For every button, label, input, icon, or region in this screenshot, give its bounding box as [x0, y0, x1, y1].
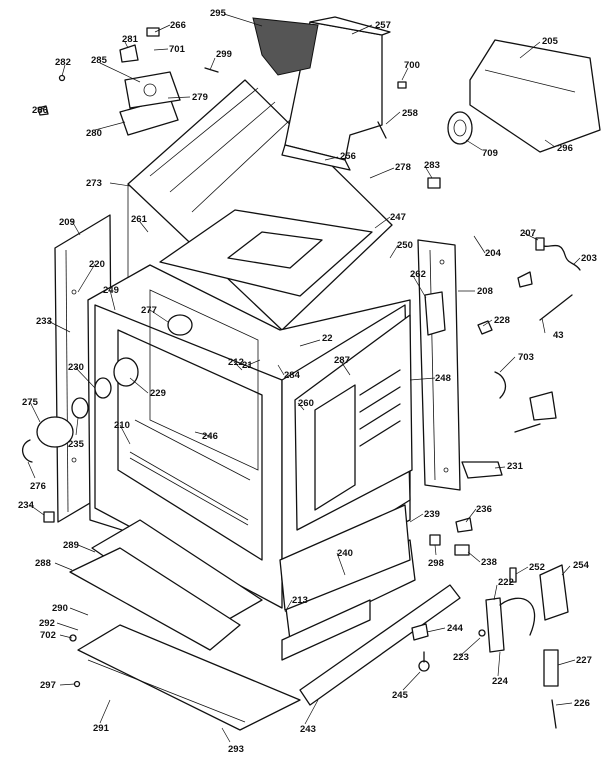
label-281: 281 — [122, 34, 139, 45]
label-703: 703 — [518, 352, 534, 363]
label-223: 223 — [453, 652, 469, 663]
label-287: 287 — [334, 355, 350, 366]
label-275: 275 — [22, 397, 39, 408]
grommet-709 — [447, 111, 473, 145]
label-702: 702 — [40, 630, 56, 641]
label-246: 246 — [202, 431, 218, 442]
label-22: 22 — [322, 333, 333, 344]
label-252: 252 — [529, 562, 545, 573]
small-fasteners — [37, 27, 441, 189]
misc-brackets — [461, 320, 557, 479]
label-220: 220 — [89, 259, 105, 270]
label-284: 284 — [284, 370, 301, 381]
label-224: 224 — [492, 676, 509, 687]
cavity-vent-277 — [167, 314, 193, 336]
label-266: 266 — [170, 20, 186, 31]
label-282: 282 — [55, 57, 71, 68]
label-248: 248 — [435, 373, 451, 384]
label-258: 258 — [402, 108, 418, 119]
label-278: 278 — [395, 162, 411, 173]
label-298: 298 — [428, 558, 444, 569]
label-227: 227 — [576, 655, 592, 666]
label-222: 222 — [498, 577, 514, 588]
label-283: 283 — [424, 160, 440, 171]
label-234: 234 — [18, 500, 35, 511]
label-286: 286 — [32, 105, 48, 116]
label-21: 21 — [242, 360, 253, 371]
label-207: 207 — [520, 228, 536, 239]
label-299: 299 — [216, 49, 232, 60]
label-203: 203 — [581, 253, 597, 264]
label-273: 273 — [86, 178, 102, 189]
label-245: 245 — [392, 690, 409, 701]
label-277: 277 — [141, 305, 157, 316]
label-226: 226 — [574, 698, 590, 709]
label-701: 701 — [169, 44, 186, 55]
lower-left-hardware — [43, 511, 81, 688]
label-293: 293 — [228, 744, 244, 755]
oven-light-assembly — [22, 357, 139, 463]
leader-lines — [27, 13, 581, 743]
label-231: 231 — [507, 461, 524, 472]
bottom-tray — [69, 547, 241, 651]
ignitor-wiring — [517, 237, 581, 321]
label-233: 233 — [36, 316, 52, 327]
base-pan — [77, 624, 301, 731]
label-247: 247 — [390, 212, 406, 223]
vent-shield-205 — [469, 39, 601, 153]
thermostat-assembly — [119, 71, 181, 136]
label-256: 256 — [340, 151, 356, 162]
label-297: 297 — [40, 680, 56, 691]
label-289: 289 — [63, 540, 79, 551]
label-288: 288 — [35, 558, 51, 569]
label-279: 279 — [192, 92, 208, 103]
lower-frame — [279, 504, 411, 611]
label-236: 236 — [476, 504, 492, 515]
label-700: 700 — [404, 60, 420, 71]
label-250: 250 — [397, 240, 413, 251]
label-235: 235 — [68, 439, 85, 450]
filter-pad-295 — [252, 17, 319, 76]
label-709: 709 — [482, 148, 498, 159]
label-285: 285 — [91, 55, 108, 66]
label-239: 239 — [424, 509, 440, 520]
bracket-262 — [424, 291, 446, 336]
label-291: 291 — [93, 723, 110, 734]
label-209: 209 — [59, 217, 75, 228]
label-257: 257 — [375, 20, 391, 31]
label-261: 261 — [131, 214, 148, 225]
label-296: 296 — [557, 143, 573, 154]
part-labels: 295 266 257 281 701 299 700 205 282 285 … — [18, 8, 597, 755]
label-244: 244 — [447, 623, 464, 634]
label-254: 254 — [573, 560, 590, 571]
label-213: 213 — [292, 595, 308, 606]
right-louvered-panel — [294, 314, 413, 531]
lower-right-hardware — [411, 517, 569, 729]
label-276: 276 — [30, 481, 46, 492]
label-292: 292 — [39, 618, 55, 629]
label-295: 295 — [210, 8, 227, 19]
label-210: 210 — [114, 420, 130, 431]
label-262: 262 — [410, 269, 426, 280]
label-260: 260 — [298, 398, 314, 409]
label-230: 230 — [68, 362, 84, 373]
label-238: 238 — [481, 557, 497, 568]
label-249: 249 — [103, 285, 119, 296]
label-208: 208 — [477, 286, 493, 297]
label-212: 212 — [228, 357, 244, 368]
top-insulation-sheet — [159, 209, 373, 297]
label-229: 229 — [150, 388, 166, 399]
label-228: 228 — [494, 315, 510, 326]
label-205: 205 — [542, 36, 559, 47]
label-243: 243 — [300, 724, 316, 735]
label-240: 240 — [337, 548, 353, 559]
label-280: 280 — [86, 128, 102, 139]
label-290: 290 — [52, 603, 68, 614]
label-43: 43 — [553, 330, 564, 341]
label-204: 204 — [485, 248, 502, 259]
